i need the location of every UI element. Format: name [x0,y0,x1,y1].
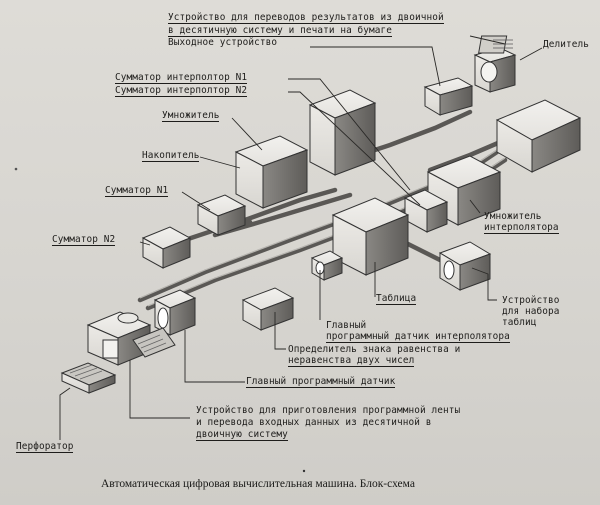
label-tape-preparer-line2: и перевода входных данных из десятичной … [196,417,432,428]
label-sign-detector-line1: Определитель знака равенства и [288,344,461,355]
label-divider: Делитель [543,39,589,50]
label-tape-preparer-line3: двоичную систему [196,429,288,441]
printer-unit [473,35,517,93]
label-interp-multiplier-line1: Умножитель [484,211,542,222]
accumulator-box [234,135,309,209]
table-box [331,197,410,276]
page-smudge [14,167,18,171]
label-perforator: Перфоратор [16,441,74,453]
output-device-box [423,77,474,116]
interp-program-sensor-box [310,250,344,281]
page-dot [302,469,306,473]
leader-lines [59,35,543,440]
sign-detector-box [241,287,295,331]
bus-branch-1 [242,187,338,223]
divider-box [495,99,582,173]
tape-preparer-unit [86,311,176,366]
label-adder-1: Сумматор N1 [105,185,169,197]
label-tape-preparer-line1: Устройство для приготовления программной… [196,405,461,416]
label-table-setter-line1: Устройство [502,295,560,306]
label-table-setter-line3: таблиц [502,317,537,328]
label-output-device: Выходное устройство [168,37,278,48]
label-multiplier: Умножитель [162,110,220,122]
figure-caption: Автоматическая цифровая вычислительная м… [101,478,415,490]
multiplier-box [308,89,377,176]
table-setter-box [438,241,492,291]
label-interp-program-sensor-line2: программный датчик интерполятора [326,331,510,343]
label-table: Таблица [376,293,417,305]
label-converter-line1: Устройство для переводов результатов из … [168,12,444,24]
label-interp-adder-1: Сумматор интерполтор N1 [115,72,248,84]
label-interp-program-sensor-line1: Главный [326,320,367,331]
interp-adder-box [403,189,449,233]
label-main-program-sensor: Главный программный датчик [246,376,396,388]
bus-branch-divider [427,137,508,173]
label-sign-detector-line2: неравенства двух чисел [288,355,415,367]
main-program-sensor-box [153,289,197,336]
adder-1-box [196,194,247,236]
label-interp-multiplier-line2: интерполятора [484,222,559,234]
perforator-unit [60,362,117,394]
label-adder-2: Сумматор N2 [52,234,116,246]
label-interp-adder-2: Сумматор интерполтор N2 [115,85,248,97]
adder-2-box [141,226,192,269]
label-accumulator: Накопитель [142,150,200,162]
label-converter-line2: в десятичную систему и печати на бумаге [168,25,393,37]
label-table-setter-line2: для набора [502,306,560,317]
